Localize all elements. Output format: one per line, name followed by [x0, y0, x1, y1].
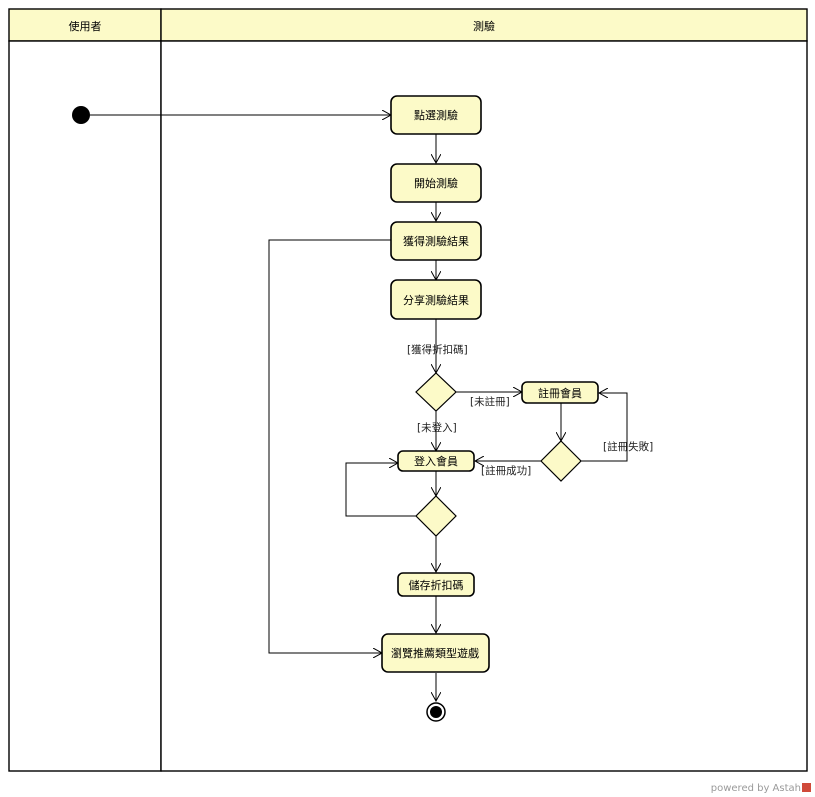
guard-register-success: [註冊成功] — [481, 465, 531, 477]
guard-not-logged-in: [未登入] — [417, 421, 457, 434]
flow-login-retry-loop — [345, 463, 416, 517]
action-save-coupon[interactable]: 儲存折扣碼 — [397, 572, 475, 597]
svg-text:瀏覽推薦類型遊戲: 瀏覽推薦類型遊戲 — [391, 646, 479, 660]
action-share-result[interactable]: 分享測驗結果 — [390, 279, 482, 320]
action-click-test[interactable]: 點選測驗 — [390, 95, 482, 135]
action-get-result[interactable]: 獲得測驗結果 — [390, 221, 482, 261]
swimlane-test-header — [160, 8, 808, 42]
svg-text:開始測驗: 開始測驗 — [414, 176, 458, 190]
action-register[interactable]: 註冊會員 — [521, 381, 599, 404]
flow-register-fail-loop — [581, 393, 628, 462]
powered-by-label: powered by Astah — [710, 783, 801, 794]
action-login[interactable]: 登入會員 — [397, 450, 475, 472]
initial-node[interactable] — [72, 106, 90, 124]
svg-text:登入會員: 登入會員 — [414, 454, 458, 468]
decision-login-result[interactable] — [415, 495, 457, 537]
guard-register-fail: [註冊失敗] — [603, 440, 653, 453]
final-node[interactable] — [426, 702, 446, 722]
swimlane-user: 使用者 — [8, 8, 162, 772]
svg-text:註冊會員: 註冊會員 — [538, 386, 582, 400]
swimlane-user-body — [8, 40, 162, 772]
swimlane-user-label: 使用者 — [69, 20, 102, 33]
decision-register-result[interactable] — [540, 440, 582, 482]
decision-coupon-registered[interactable] — [415, 372, 457, 412]
svg-text:獲得測驗結果: 獲得測驗結果 — [403, 234, 469, 248]
svg-text:分享測驗結果: 分享測驗結果 — [403, 293, 469, 307]
swimlane-test-label: 測驗 — [473, 19, 495, 33]
guard-get-coupon: [獲得折扣碼] — [407, 343, 468, 356]
swimlane-user-header — [8, 8, 162, 42]
powered-by-footer: powered by Astah — [711, 783, 811, 794]
astah-logo-icon — [802, 783, 811, 792]
action-start-test[interactable]: 開始測驗 — [390, 163, 482, 203]
guard-not-registered: [未註冊] — [470, 396, 510, 408]
svg-text:儲存折扣碼: 儲存折扣碼 — [409, 578, 464, 592]
svg-text:點選測驗: 點選測驗 — [414, 108, 458, 122]
flow-result-to-browse — [268, 239, 391, 653]
action-browse-games[interactable]: 瀏覽推薦類型遊戲 — [381, 633, 490, 673]
